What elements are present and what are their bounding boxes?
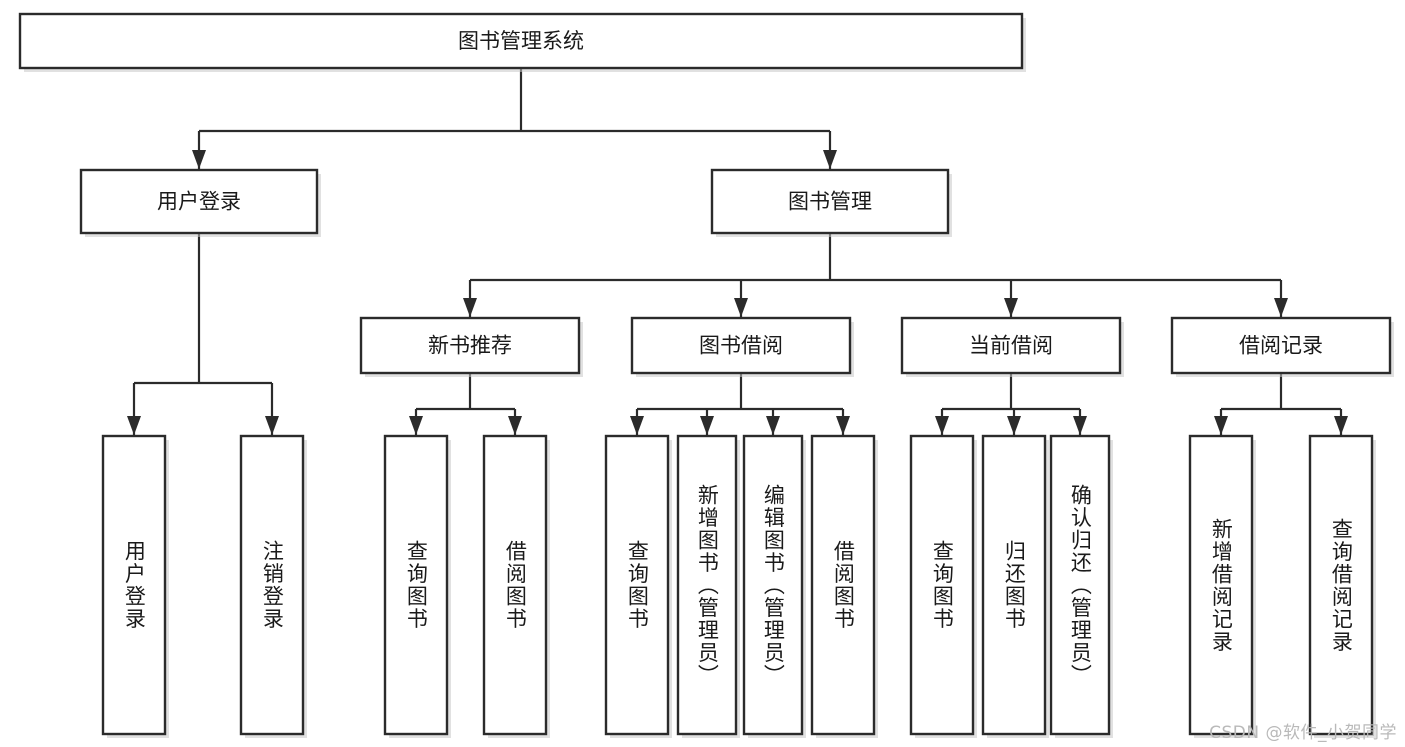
node-box-leaf-query-record[interactable] bbox=[1308, 434, 1374, 736]
arrow-head-icon bbox=[1007, 416, 1021, 435]
arrow-head-icon bbox=[1334, 416, 1348, 435]
csdn-watermark: CSDN @软件_小贺同学 bbox=[1209, 723, 1397, 743]
arrow-head-icon bbox=[836, 416, 850, 435]
arrow-head-icon bbox=[935, 416, 949, 435]
arrow-head-icon bbox=[1214, 416, 1228, 435]
node-box-borrow-record[interactable] bbox=[1170, 316, 1392, 375]
node-box-book-manage[interactable] bbox=[710, 168, 950, 235]
arrow-head-icon bbox=[1073, 416, 1087, 435]
node-box-leaf-logout[interactable] bbox=[239, 434, 305, 736]
arrow-head-icon bbox=[1004, 298, 1018, 317]
node-box-root[interactable] bbox=[18, 12, 1024, 70]
arrow-head-icon bbox=[409, 416, 423, 435]
edges-layer bbox=[127, 68, 1348, 435]
node-label-user-login: 用户登录 bbox=[157, 190, 241, 214]
node-box-leaf-borrow-book-1[interactable] bbox=[482, 434, 548, 736]
arrow-head-icon bbox=[192, 150, 206, 169]
node-label-borrow-record: 借阅记录 bbox=[1239, 334, 1323, 358]
node-box-leaf-add-book[interactable] bbox=[676, 434, 738, 736]
arrow-head-icon bbox=[630, 416, 644, 435]
arrow-head-icon bbox=[766, 416, 780, 435]
arrow-head-icon bbox=[734, 298, 748, 317]
arrow-head-icon bbox=[463, 298, 477, 317]
node-label-book-borrow: 图书借阅 bbox=[699, 334, 783, 358]
arrow-head-icon bbox=[1274, 298, 1288, 317]
node-box-leaf-query-book-3[interactable] bbox=[909, 434, 975, 736]
arrow-head-icon bbox=[700, 416, 714, 435]
arrow-head-icon bbox=[265, 416, 279, 435]
node-box-leaf-edit-book[interactable] bbox=[742, 434, 804, 736]
node-box-current-borrow[interactable] bbox=[900, 316, 1122, 375]
node-box-leaf-query-book-1[interactable] bbox=[383, 434, 449, 736]
node-box-leaf-borrow-book-2[interactable] bbox=[810, 434, 876, 736]
node-box-user-login[interactable] bbox=[79, 168, 319, 235]
node-label-book-manage: 图书管理 bbox=[788, 190, 872, 214]
node-box-leaf-user-login[interactable] bbox=[101, 434, 167, 736]
node-box-leaf-query-book-2[interactable] bbox=[604, 434, 670, 736]
node-box-leaf-add-record[interactable] bbox=[1188, 434, 1254, 736]
node-label-current-borrow: 当前借阅 bbox=[969, 334, 1053, 358]
node-box-book-borrow[interactable] bbox=[630, 316, 852, 375]
node-label-new-book-rec: 新书推荐 bbox=[428, 334, 512, 358]
boxes-layer bbox=[18, 12, 1394, 738]
node-box-leaf-confirm-return[interactable] bbox=[1049, 434, 1111, 736]
arrow-head-icon bbox=[127, 416, 141, 435]
arrow-head-icon bbox=[823, 150, 837, 169]
node-box-leaf-return-book[interactable] bbox=[981, 434, 1047, 736]
node-box-new-book-rec[interactable] bbox=[359, 316, 581, 375]
node-label-root: 图书管理系统 bbox=[458, 29, 584, 53]
arrow-head-icon bbox=[508, 416, 522, 435]
